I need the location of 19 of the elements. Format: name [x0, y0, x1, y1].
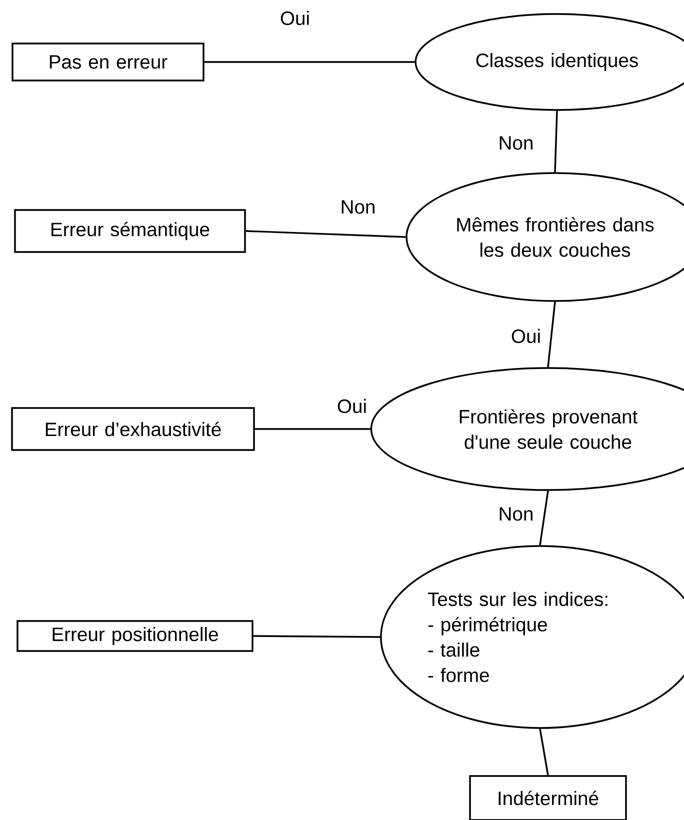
connector-line	[554, 110, 558, 172]
connector-line	[539, 490, 549, 546]
connector-line	[547, 302, 556, 368]
result-box: Indéterminé	[469, 775, 627, 820]
result-box: Erreur d’exhaustivité	[11, 407, 255, 451]
result-box: Erreur positionnelle	[16, 620, 254, 652]
edge-label: Non	[338, 198, 378, 216]
edge-label: Non	[496, 134, 536, 152]
edge-label: Oui	[510, 328, 542, 344]
connector-line	[246, 230, 406, 238]
connector-line	[254, 428, 370, 430]
edge-label: Non	[496, 506, 536, 522]
edge-label: Oui	[278, 10, 312, 26]
connector-line	[253, 635, 380, 638]
connector-line	[204, 61, 415, 63]
edge-label: Oui	[336, 398, 368, 414]
result-box: Pas en erreur	[12, 42, 204, 82]
connector-line	[539, 728, 549, 776]
result-box: Erreur sémantique	[14, 209, 246, 253]
